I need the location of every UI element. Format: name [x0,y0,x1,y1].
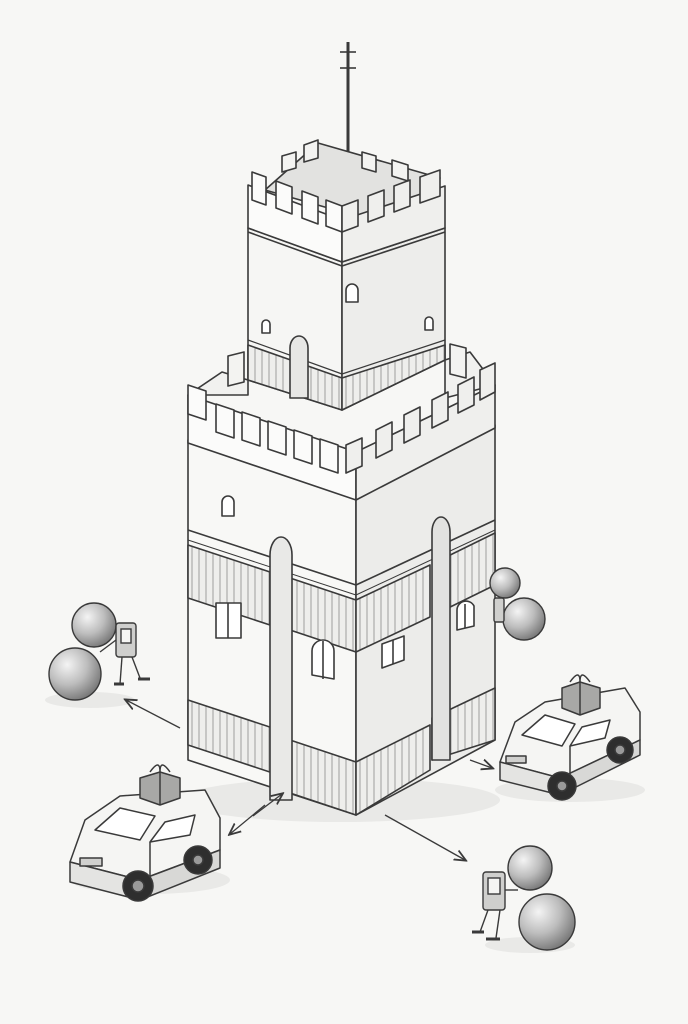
balloon-icon [518,893,576,951]
gift-box-icon [139,764,181,806]
delivery-van-icon [69,764,221,902]
castle-tower-icon [187,42,496,816]
delivery-van-icon [499,674,641,801]
upper-turret [247,139,446,411]
robot-courier-icon [99,622,150,686]
courier-robot-right [489,567,546,641]
gift-box-icon [561,674,601,716]
balloon-icon [507,845,553,891]
balloon-icon [48,647,102,701]
balloon-icon [502,597,546,641]
robot-courier-icon [472,871,518,941]
arrow-icon [230,804,266,834]
courier-robot-bottom [472,845,576,951]
balloon-icon [489,567,521,599]
direction-arrows [126,700,492,860]
main-keep [187,343,496,816]
arrow-icon [384,814,465,860]
courier-robot-left [48,602,150,701]
arrow-icon [252,794,282,817]
balloon-icon [71,602,117,648]
arrow-icon [469,760,492,768]
arrow-icon [126,700,181,729]
